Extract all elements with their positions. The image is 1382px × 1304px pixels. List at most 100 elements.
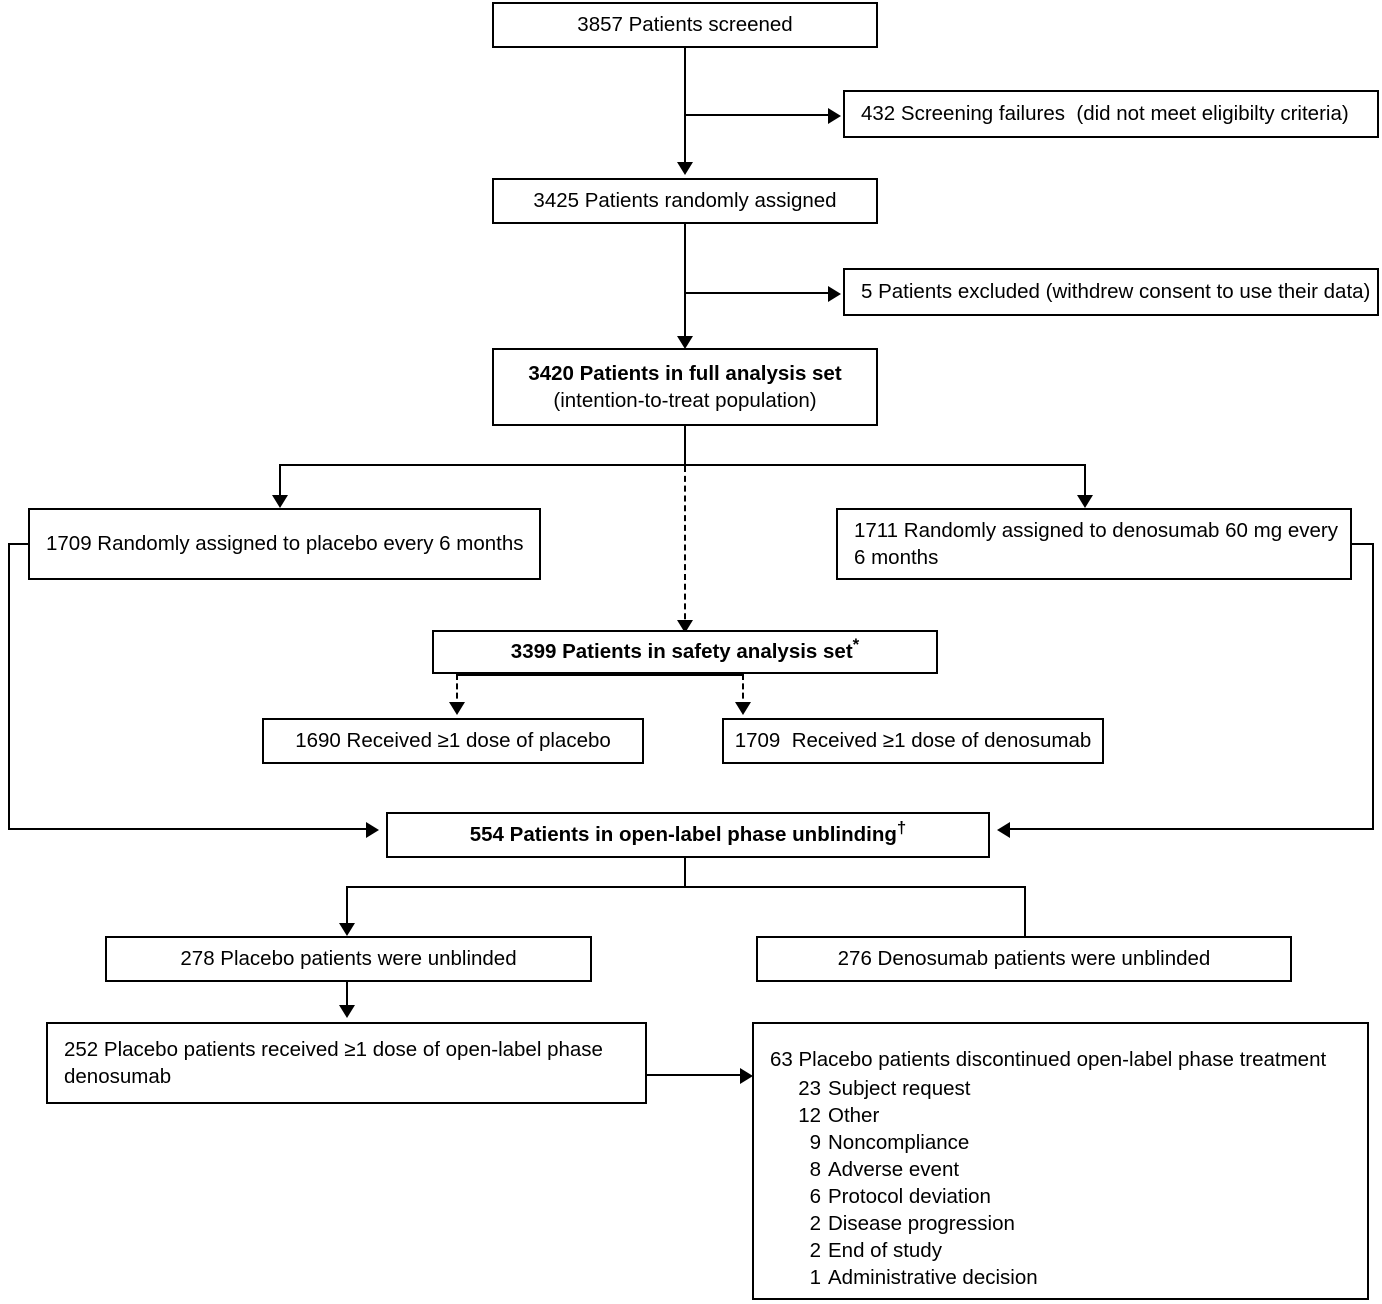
arrow-to-placebo-assigned <box>272 495 288 508</box>
connector-branch-bar <box>279 464 1086 466</box>
discontinued-reason-count: 1 <box>809 1266 821 1290</box>
connector-right-rail <box>1372 543 1374 830</box>
discontinued-reason-row: 2 Disease progression <box>770 1210 1038 1237</box>
arrow-to-full-analysis <box>677 336 693 349</box>
discontinued-reason-label: Other <box>828 1104 880 1128</box>
connector-to-screen-failures <box>684 114 830 116</box>
connector-to-excluded <box>684 292 830 294</box>
arrow-to-denosumab-dose <box>735 702 751 715</box>
node-discontinued-open-label: 63 Placebo patients discontinued open-la… <box>752 1022 1369 1300</box>
connector-unblinding-left-drop <box>346 886 348 928</box>
discontinued-reason-row: 9 Noncompliance <box>770 1129 1038 1156</box>
node-full-analysis-set: 3420 Patients in full analysis set (inte… <box>492 348 878 426</box>
connector-dashed-to-safety <box>684 466 686 629</box>
node-patients-excluded-label: 5 Patients excluded (withdrew consent to… <box>861 280 1371 304</box>
connector-unblinding-right-drop <box>1024 886 1026 936</box>
node-full-analysis-set-line2: (intention-to-treat population) <box>553 389 817 412</box>
discontinued-reason-count: 9 <box>809 1131 821 1155</box>
arrow-to-placebo-received-ol <box>339 1005 355 1018</box>
arrow-to-placebo-unblinded <box>339 923 355 936</box>
discontinued-reason-count: 2 <box>809 1239 821 1263</box>
node-safety-analysis-set: 3399 Patients in safety analysis set* <box>432 630 938 674</box>
connector-right-rail-to-unblinding <box>1010 828 1374 830</box>
node-denosumab-assigned: 1711 Randomly assigned to denosumab 60 m… <box>836 508 1352 580</box>
connector-placebo-side-out <box>8 543 30 545</box>
node-placebo-assigned-label: 1709 Randomly assigned to placebo every … <box>46 532 524 556</box>
node-safety-analysis-set-label: 3399 Patients in safety analysis set* <box>510 635 860 665</box>
node-denosumab-assigned-line1: 1711 Randomly assigned to denosumab 60 m… <box>854 518 1338 542</box>
node-patients-randomized-label: 3425 Patients randomly assigned <box>533 189 837 213</box>
discontinued-reason-label: End of study <box>828 1239 942 1263</box>
node-open-label-unblinding-text: 554 Patients in open-label phase unblind… <box>469 823 897 847</box>
node-open-label-unblinding-label: 554 Patients in open-label phase unblind… <box>469 818 907 848</box>
node-placebo-dose-label: 1690 Received ≥1 dose of placebo <box>295 729 611 753</box>
arrow-left-rail-to-unblinding <box>366 822 379 838</box>
arrow-to-excluded <box>828 286 841 302</box>
connector-unblinding-branch-bar <box>346 886 1026 888</box>
discontinued-reason-label: Adverse event <box>828 1158 960 1182</box>
node-denosumab-dose-label: 1709 Received ≥1 dose of denosumab <box>734 729 1092 753</box>
node-denosumab-unblinded: 276 Denosumab patients were unblinded <box>756 936 1292 982</box>
node-denosumab-dose: 1709 Received ≥1 dose of denosumab <box>722 718 1104 764</box>
connector-branch-right-drop <box>1084 464 1086 500</box>
discontinued-reason-row: 2 End of study <box>770 1237 1038 1264</box>
discontinued-reason-row: 1 Administrative decision <box>770 1264 1038 1291</box>
arrow-right-rail-to-unblinding <box>997 822 1010 838</box>
arrow-to-placebo-dose <box>449 702 465 715</box>
node-placebo-received-open-label-line1: 252 Placebo patients received ≥1 dose of… <box>64 1037 603 1061</box>
discontinued-reason-count: 12 <box>798 1104 821 1128</box>
node-full-analysis-set-line1: 3420 Patients in full analysis set <box>528 361 842 385</box>
node-denosumab-unblinded-label: 276 Denosumab patients were unblinded <box>837 947 1211 971</box>
connector-fullanalysis-stem <box>684 426 686 466</box>
node-patients-screened-label: 3857 Patients screened <box>577 13 793 37</box>
connector-unblinding-stem <box>684 858 686 888</box>
connector-left-rail <box>8 543 10 830</box>
discontinued-reason-count: 23 <box>798 1077 821 1101</box>
node-screening-failures: 432 Screening failures (did not meet eli… <box>843 90 1379 138</box>
discontinued-reason-row: 23 Subject request <box>770 1075 1038 1102</box>
connector-screened-stem <box>684 48 686 170</box>
discontinued-reason-count: 8 <box>809 1158 821 1182</box>
node-screening-failures-label: 432 Screening failures (did not meet eli… <box>861 102 1349 126</box>
discontinued-reason-label: Administrative decision <box>828 1266 1038 1290</box>
discontinued-reason-count: 2 <box>809 1212 821 1236</box>
discontinued-reason-row: 12 Other <box>770 1102 1038 1129</box>
node-placebo-unblinded: 278 Placebo patients were unblinded <box>105 936 592 982</box>
connector-to-discontinued <box>647 1074 747 1076</box>
discontinued-reason-row: 6 Protocol deviation <box>770 1183 1038 1210</box>
connector-placebo-unblinded-stem <box>346 982 348 1010</box>
node-patients-screened: 3857 Patients screened <box>492 2 878 48</box>
unblinding-footnote-marker: † <box>896 818 907 838</box>
discontinued-reason-label: Disease progression <box>828 1212 1015 1236</box>
connector-dashed-to-denosumab-dose <box>742 674 744 708</box>
discontinued-reason-label: Subject request <box>828 1077 971 1101</box>
node-placebo-received-open-label: 252 Placebo patients received ≥1 dose of… <box>46 1022 647 1104</box>
node-open-label-unblinding: 554 Patients in open-label phase unblind… <box>386 812 990 858</box>
node-patients-randomized: 3425 Patients randomly assigned <box>492 178 878 224</box>
discontinued-reason-count: 6 <box>809 1185 821 1209</box>
connector-left-rail-to-unblinding <box>8 828 368 830</box>
connector-branch-left-drop <box>279 464 281 500</box>
node-denosumab-assigned-line2: 6 months <box>854 546 939 569</box>
node-discontinued-heading: 63 Placebo patients discontinued open-la… <box>770 1048 1327 1071</box>
arrow-to-discontinued <box>740 1068 753 1084</box>
connector-denosumab-side-out <box>1350 543 1374 545</box>
node-placebo-assigned: 1709 Randomly assigned to placebo every … <box>28 508 541 580</box>
node-placebo-unblinded-label: 278 Placebo patients were unblinded <box>180 947 517 971</box>
arrow-to-denosumab-assigned <box>1077 495 1093 508</box>
arrow-to-screen-failures <box>828 108 841 124</box>
node-placebo-received-open-label-line2: denosumab <box>64 1065 172 1088</box>
discontinued-reason-label: Protocol deviation <box>828 1185 991 1209</box>
node-safety-analysis-set-text: 3399 Patients in safety analysis set <box>510 640 853 664</box>
node-patients-excluded: 5 Patients excluded (withdrew consent to… <box>843 268 1379 316</box>
safety-footnote-marker: * <box>852 635 860 655</box>
connector-dashed-to-placebo-dose <box>456 674 458 708</box>
connector-safety-split-bar <box>456 674 744 676</box>
discontinued-reason-row: 8 Adverse event <box>770 1156 1038 1183</box>
discontinued-reason-label: Noncompliance <box>828 1131 970 1155</box>
connector-randomized-stem <box>684 224 686 344</box>
arrow-to-randomized <box>677 162 693 175</box>
arrow-to-safety-analysis <box>677 620 693 633</box>
